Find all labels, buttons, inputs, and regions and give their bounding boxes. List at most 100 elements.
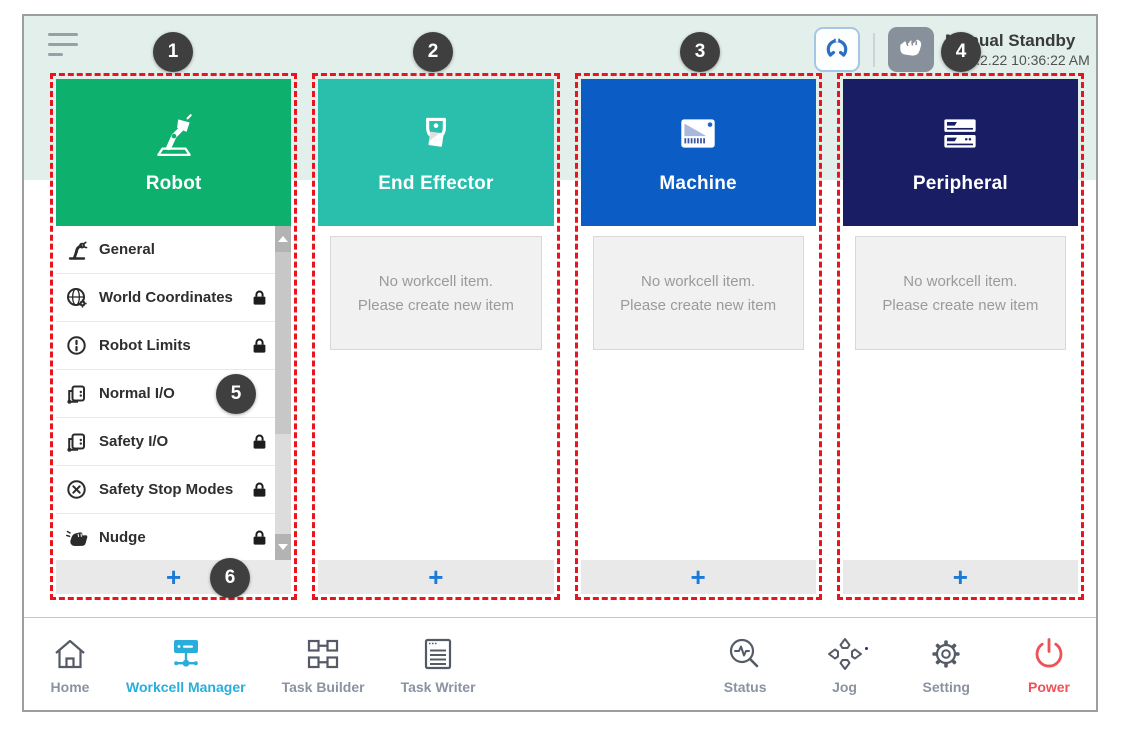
app-window: Manual Standby 2022.2.22 10:36:22 AM (22, 14, 1098, 712)
empty-line-2: Please create new item (357, 296, 514, 314)
power-icon (1029, 637, 1069, 674)
list-item-robot-limits[interactable]: Robot Limits (56, 322, 276, 370)
nav-workcell-manager[interactable]: Workcell Manager (126, 637, 246, 695)
list-item-label: Robot Limits (99, 337, 191, 354)
lock-icon (252, 289, 267, 306)
peripheral-header[interactable]: Peripheral (842, 79, 1078, 226)
robot-settings-list: General (56, 226, 276, 560)
nav-status[interactable]: Status (724, 637, 767, 695)
scroll-up-button[interactable] (275, 226, 292, 252)
manual-mode-button[interactable] (888, 27, 934, 72)
callout-box-machine: Machine No workcell item. Please create … (574, 73, 822, 600)
robot-title: Robot (145, 173, 202, 194)
list-item-general[interactable]: General (56, 226, 276, 274)
nav-label: Power (1027, 679, 1070, 695)
setting-gear-icon (926, 637, 966, 674)
robot-list-body: General (56, 226, 292, 560)
list-item-safety-io[interactable]: Safety I/O (56, 418, 276, 466)
status-timestamp: 2022.2.22 10:36:22 AM (945, 52, 1090, 69)
jog-dpad-icon (825, 637, 865, 674)
robot-header[interactable]: Robot (56, 79, 292, 226)
stop-circle-x-icon (66, 479, 88, 501)
scrollbar-thumb[interactable] (275, 252, 292, 434)
bottom-nav-left: Home Workcell Manager (50, 637, 476, 695)
limits-icon (66, 335, 88, 357)
list-item-world-coordinates[interactable]: World Coordinates (56, 274, 276, 322)
lock-icon (252, 433, 267, 450)
machine-icon (674, 110, 722, 163)
nav-power[interactable]: Power (1028, 637, 1070, 695)
callout-box-end-effector: End Effector No workcell item. Please cr… (312, 73, 560, 600)
callout-box-robot: Robot (50, 73, 298, 600)
empty-placeholder: No workcell item. Please create new item (330, 236, 542, 350)
topbar-divider (873, 32, 875, 67)
callout-badge-1: 1 (153, 32, 193, 72)
peripheral-column: Peripheral No workcell item. Please crea… (842, 79, 1078, 594)
list-scrollbar[interactable] (275, 226, 292, 560)
nudge-hand-icon (66, 527, 88, 549)
nav-label: Task Writer (400, 679, 476, 695)
task-builder-icon (303, 637, 343, 674)
nav-jog[interactable]: Jog (825, 637, 865, 695)
machine-add-button[interactable]: + (580, 560, 816, 594)
list-item-label: World Coordinates (99, 289, 233, 306)
nav-task-builder[interactable]: Task Builder (282, 637, 365, 695)
bottom-nav: Home Workcell Manager (24, 617, 1096, 710)
end-effector-add-button[interactable]: + (318, 560, 554, 594)
end-effector-body: No workcell item. Please create new item (318, 226, 554, 560)
machine-header[interactable]: Machine (580, 79, 816, 226)
empty-placeholder: No workcell item. Please create new item (592, 236, 804, 350)
nav-task-writer[interactable]: Task Writer (401, 637, 476, 695)
scroll-down-button[interactable] (275, 534, 292, 560)
empty-line-1: No workcell item. (641, 272, 756, 290)
empty-placeholder: No workcell item. Please create new item (854, 236, 1066, 350)
callout-badge-4: 4 (941, 32, 981, 72)
lock-icon (252, 481, 267, 498)
callout-box-peripheral: Peripheral No workcell item. Please crea… (836, 73, 1084, 600)
small-dot (865, 647, 868, 650)
nav-label: Setting (922, 679, 970, 695)
io-icon (66, 383, 88, 405)
workcell-columns: Robot (50, 73, 1084, 600)
nav-label: Workcell Manager (126, 679, 246, 695)
lock-icon (252, 529, 267, 546)
callout-badge-3: 3 (680, 32, 720, 72)
nav-label: Jog (832, 679, 857, 695)
robot-arm-small-icon (66, 239, 88, 261)
end-effector-header[interactable]: End Effector (318, 79, 554, 226)
robot-arm-icon (150, 110, 198, 163)
machine-body: No workcell item. Please create new item (580, 226, 816, 560)
hand-icon (895, 32, 927, 67)
list-item-safety-stop-modes[interactable]: Safety Stop Modes (56, 466, 276, 514)
peripheral-body: No workcell item. Please create new item (842, 226, 1078, 560)
tool-gripper-button[interactable] (814, 27, 860, 72)
status-icon (725, 637, 765, 674)
nav-home[interactable]: Home (50, 637, 90, 695)
callout-badge-6: 6 (210, 558, 250, 598)
empty-line-2: Please create new item (620, 296, 777, 314)
gripper-claw-icon (821, 32, 853, 67)
nav-label: Task Builder (281, 679, 365, 695)
task-writer-icon (418, 637, 458, 674)
list-item-label: Safety Stop Modes (99, 481, 234, 498)
bottom-nav-right: Status Jog (724, 637, 1070, 695)
nav-label: Home (50, 679, 90, 695)
empty-line-1: No workcell item. (378, 272, 493, 290)
menu-hamburger-icon[interactable] (48, 33, 78, 63)
list-item-label: Nudge (99, 529, 146, 546)
globe-icon (66, 287, 88, 309)
robot-add-button[interactable]: + (56, 560, 292, 594)
peripheral-add-button[interactable]: + (842, 560, 1078, 594)
list-item-nudge[interactable]: Nudge (56, 514, 276, 560)
nav-setting[interactable]: Setting (923, 637, 970, 695)
gripper-icon (412, 110, 460, 163)
list-item-label: Safety I/O (99, 433, 169, 450)
callout-badge-5: 5 (216, 374, 256, 414)
end-effector-title: End Effector (378, 173, 494, 194)
empty-line-2: Please create new item (882, 296, 1039, 314)
nav-label: Status (723, 679, 767, 695)
workcell-manager-icon (166, 637, 206, 674)
io-icon (66, 431, 88, 453)
home-icon (50, 637, 90, 674)
lock-icon (252, 337, 267, 354)
